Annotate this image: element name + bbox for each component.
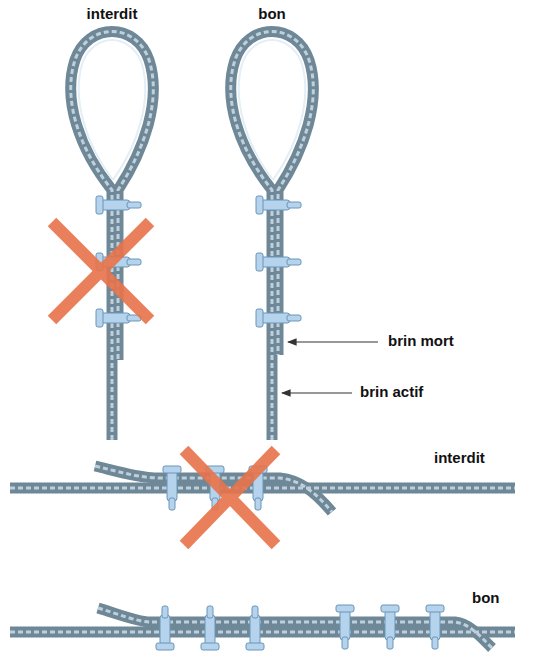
caption-label: interdit (432, 450, 487, 467)
thimbles (79, 40, 305, 180)
caption-label: interdit (85, 6, 140, 23)
caption-label: brin actif (358, 384, 425, 401)
ropes (10, 32, 515, 649)
caption-label: bon (470, 590, 502, 607)
forbidden-cross (52, 222, 276, 545)
caption-label: bon (256, 6, 288, 23)
caption-label: brin mort (386, 333, 456, 350)
rope-clips (96, 196, 444, 650)
